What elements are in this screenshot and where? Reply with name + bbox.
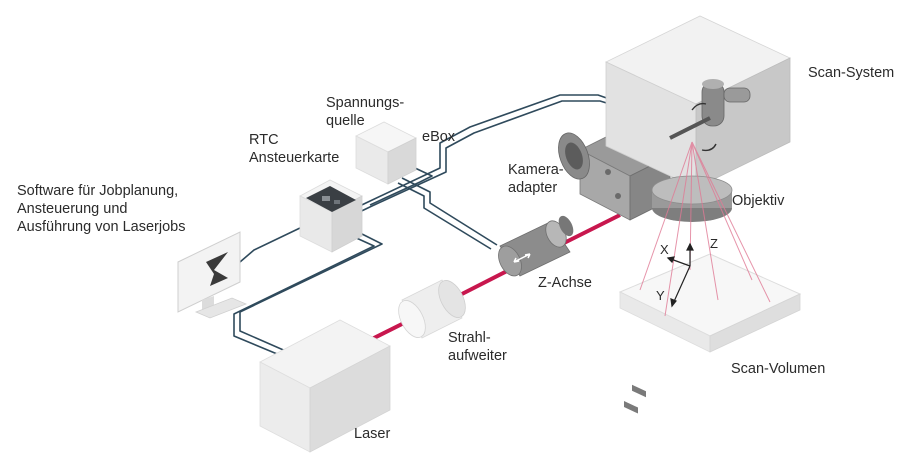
rtc-chip-2 (334, 200, 340, 204)
galvo-cap (702, 79, 724, 89)
axis-label-x: X (660, 242, 669, 257)
cable-scan-to-rtc-b (348, 100, 624, 218)
galvo-motor (669, 79, 751, 152)
label-scan-system: Scan-System (808, 65, 895, 81)
label-ebox: eBox (422, 129, 456, 145)
cable-power-to-zaxis-a (401, 177, 498, 246)
label-camera-adapter: Kamera- adapter (508, 162, 564, 196)
laser-box-right (309, 345, 391, 453)
scan-volume (618, 141, 802, 353)
label-software: Software für Jobplanung, Ansteuerung und… (17, 183, 186, 235)
galvo-arm (723, 87, 751, 103)
power-supply-box (355, 121, 417, 185)
label-rtc-card: RTC Ansteuerkarte (249, 132, 340, 166)
beam-expander (398, 279, 466, 339)
scan-system (605, 15, 791, 414)
scan-connector-2 (624, 400, 638, 414)
scan-connector (632, 384, 646, 398)
label-beam-expander: Strahl- aufweiter (448, 330, 507, 364)
galvo-mirror (669, 116, 711, 140)
monitor-base (194, 297, 248, 319)
z-axis-module (498, 215, 574, 277)
rtc-chip (322, 196, 330, 201)
expander-end-back (438, 280, 466, 318)
label-objective: Objektiv (732, 193, 785, 209)
zaxis-arrow-icon (513, 253, 531, 263)
laser-box (259, 319, 391, 453)
scan-volume-right (709, 293, 801, 353)
zaxis-rear-ring (558, 215, 574, 237)
label-scan-volume: Scan-Volumen (731, 361, 826, 377)
camera-lens (565, 142, 583, 170)
axis-label-y: Y (656, 288, 665, 303)
cable-power-to-zaxis-b (397, 182, 492, 250)
label-power-supply: Spannungs- quelle (326, 95, 405, 129)
scan-volume-top (618, 253, 802, 337)
zaxis-front (498, 245, 522, 277)
objective (651, 175, 733, 222)
camera-screw (605, 169, 611, 175)
label-z-axis: Z-Achse (538, 275, 592, 291)
axis-label-z: Z (710, 236, 718, 251)
rtc-circuit-board (306, 186, 356, 212)
cable-rtc-to-monitor (239, 227, 301, 263)
scan-right (695, 57, 791, 189)
cable-rtc-to-laser-b (233, 235, 375, 357)
beam-segment-zaxis (559, 213, 621, 247)
software-logo-icon (206, 252, 228, 286)
camera-screw-2 (615, 193, 621, 199)
axis-y-line (671, 265, 691, 307)
power-box-right (387, 137, 417, 185)
cable-rtc-to-laser (239, 231, 383, 353)
cable-scan-to-rtc-a (344, 94, 619, 214)
monitor-screen (177, 231, 241, 313)
label-laser: Laser (354, 426, 391, 442)
rtc-box (299, 179, 363, 253)
monitor (177, 231, 248, 319)
coordinate-axes (666, 242, 694, 308)
expander-end-front (398, 300, 426, 338)
rotation-arrow-icon (691, 102, 717, 152)
